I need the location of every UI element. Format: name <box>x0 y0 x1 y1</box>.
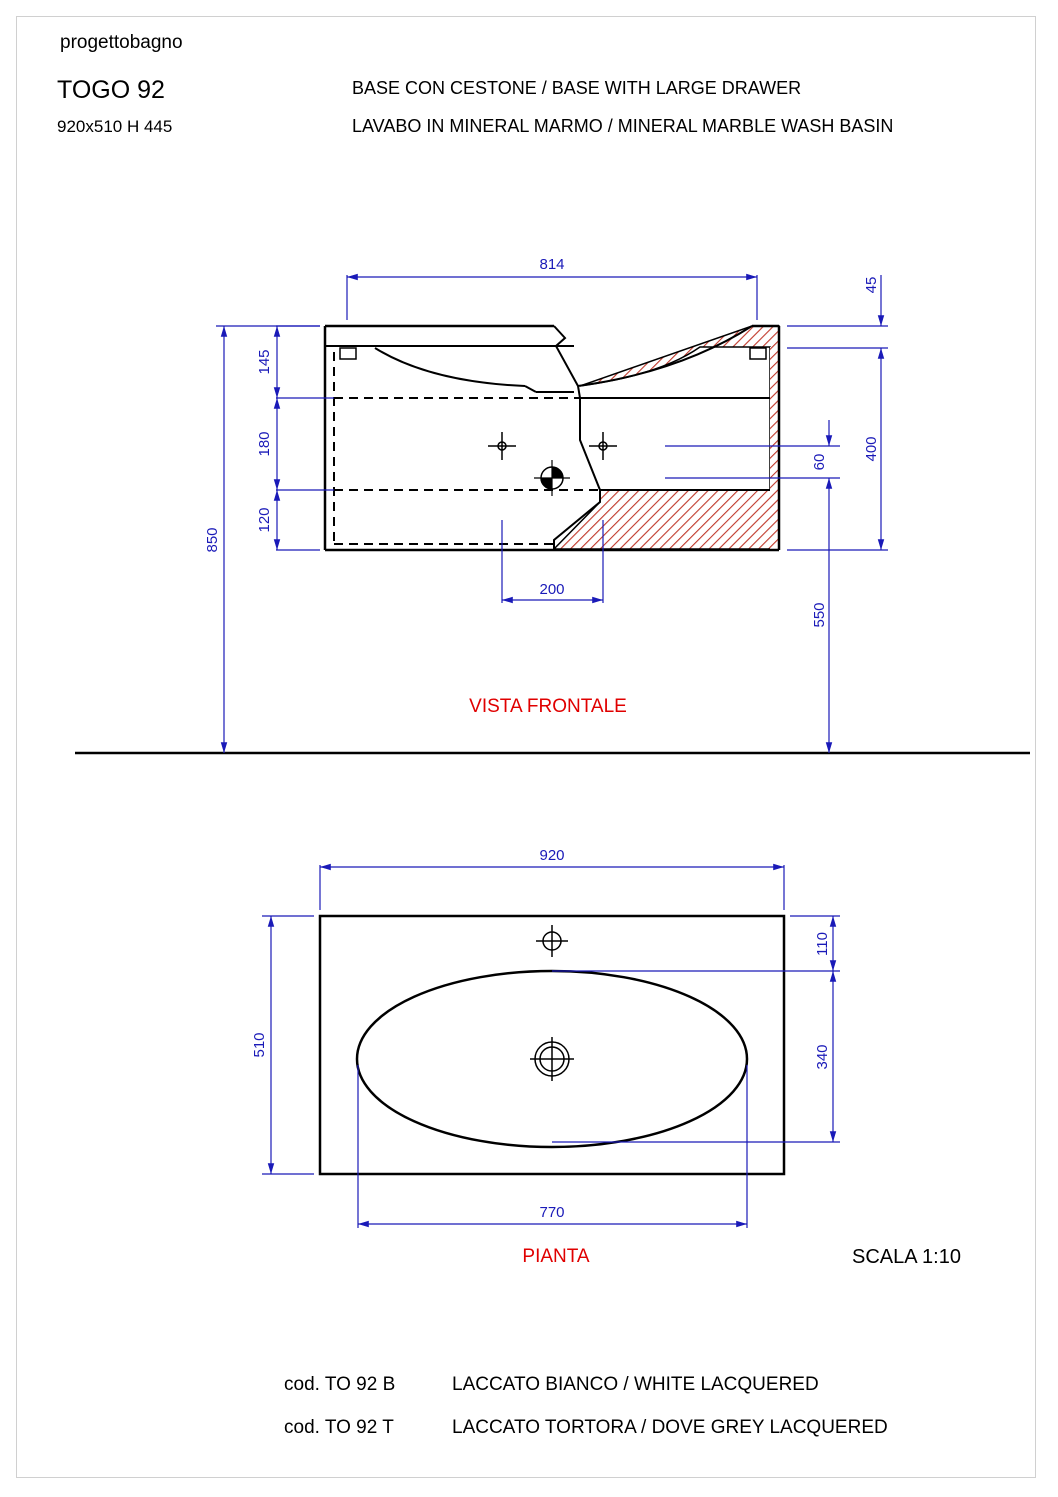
top-outline <box>318 914 786 1176</box>
plan-view: 920 510 110 340 770 PIANTA <box>251 847 840 1267</box>
tap-hole-right <box>589 432 617 460</box>
scale-label: SCALA 1:10 <box>852 1246 961 1268</box>
product-finish: LACCATO BIANCO / WHITE LACQUERED <box>452 1374 819 1395</box>
dim-145: 145 <box>256 349 273 374</box>
dim-340: 340 <box>814 1044 831 1069</box>
drain-plan <box>530 1037 574 1081</box>
dim-200: 200 <box>539 581 564 598</box>
cut-section-basin <box>552 325 780 550</box>
dim-120: 120 <box>256 507 273 532</box>
bracket-left <box>339 347 357 360</box>
break-line <box>553 325 601 550</box>
product-code: cod. TO 92 B <box>284 1374 396 1395</box>
dim-60: 60 <box>811 454 828 471</box>
tap-hole-left <box>488 432 516 460</box>
tap-hole-plan <box>536 925 568 957</box>
dim-510: 510 <box>251 1032 268 1057</box>
dim-180: 180 <box>256 431 273 456</box>
dim-550: 550 <box>811 602 828 627</box>
brand-name: progettobagno <box>60 32 183 53</box>
description-basin: LAVABO IN MINERAL MARMO / MINERAL MARBLE… <box>352 116 894 136</box>
model-dimensions: 920x510 H 445 <box>57 117 173 136</box>
dim-770: 770 <box>539 1204 564 1221</box>
model-name: TOGO 92 <box>57 76 165 104</box>
cut-section-inner <box>770 347 779 549</box>
product-code: cod. TO 92 T <box>284 1417 394 1438</box>
description-base: BASE CON CESTONE / BASE WITH LARGE DRAWE… <box>352 78 802 98</box>
dim-850: 850 <box>204 527 221 552</box>
bracket-right <box>749 347 767 360</box>
dim-110: 110 <box>814 932 831 956</box>
plan-view-label: PIANTA <box>522 1246 590 1267</box>
front-view-label: VISTA FRONTALE <box>469 696 627 717</box>
drain-symbol <box>534 460 570 496</box>
dim-45: 45 <box>863 277 880 294</box>
drawing-frame <box>16 16 1036 1478</box>
product-finish: LACCATO TORTORA / DOVE GREY LACQUERED <box>452 1417 888 1438</box>
hidden-drawer <box>333 352 600 545</box>
dim-920: 920 <box>539 847 564 864</box>
dim-814: 814 <box>539 256 564 273</box>
dim-400: 400 <box>863 436 880 461</box>
front-view: 814 45 400 60 550 145 180 120 850 200 VI… <box>75 256 1030 755</box>
